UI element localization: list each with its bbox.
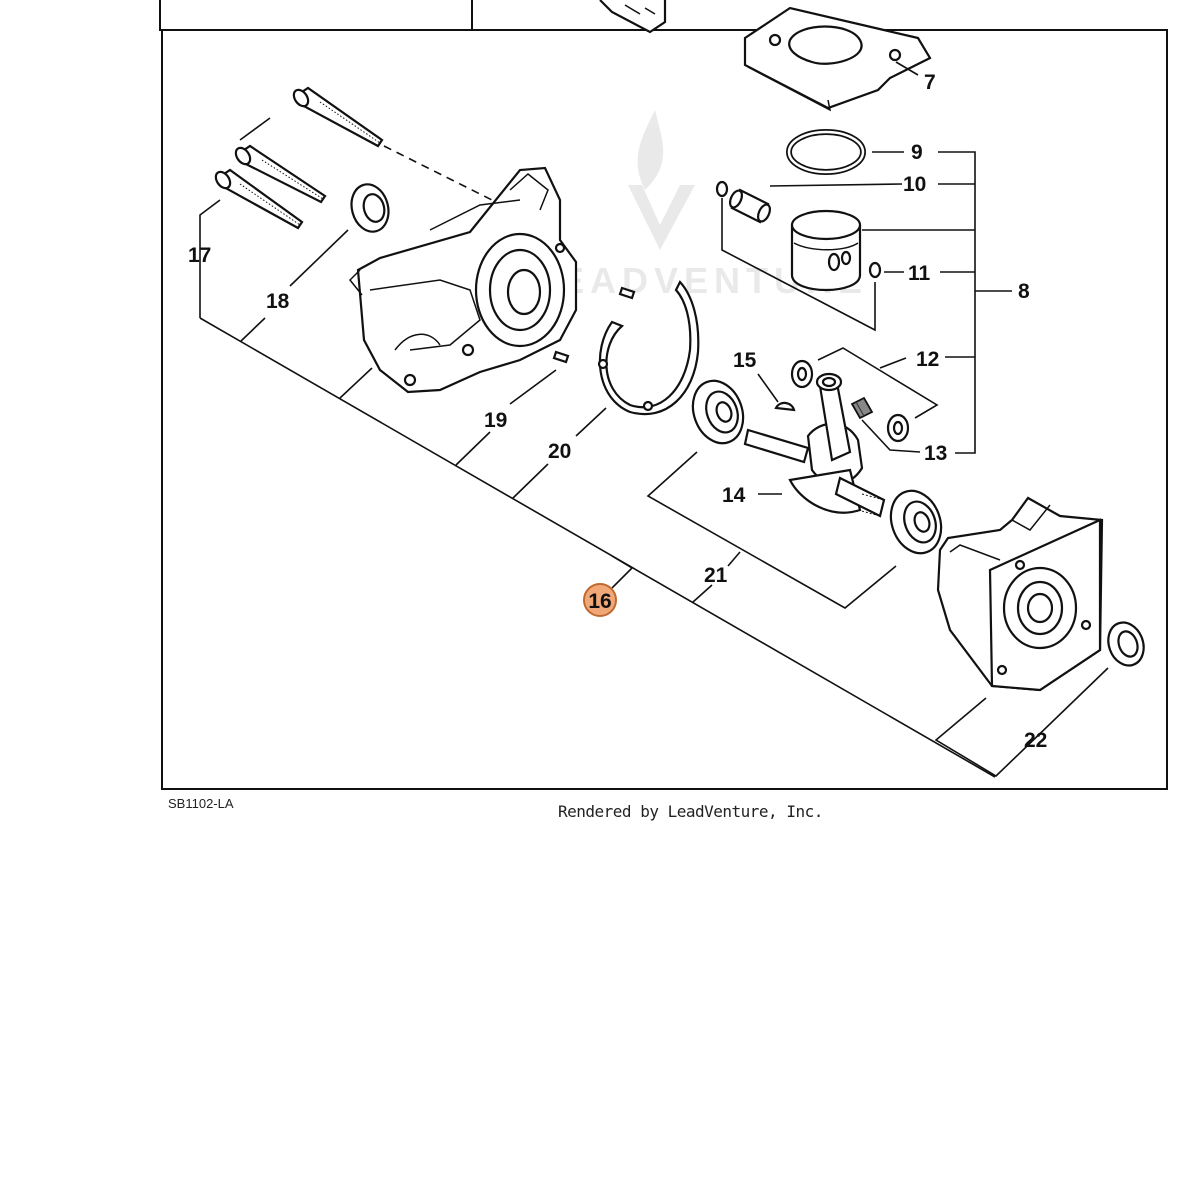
callout-10[interactable]: 10 xyxy=(903,173,926,196)
leader-21 xyxy=(646,451,897,609)
ball-bearing-right[interactable] xyxy=(883,484,950,561)
cylinder-gasket[interactable] xyxy=(743,6,932,112)
crankshaft[interactable] xyxy=(743,372,886,518)
circlip-left[interactable] xyxy=(715,180,876,332)
needle-bearing[interactable] xyxy=(850,396,921,453)
leader-17 xyxy=(199,199,221,318)
main-frame xyxy=(161,29,1168,790)
callout-14[interactable]: 14 xyxy=(722,484,746,507)
callout-15[interactable]: 15 xyxy=(733,349,757,372)
leader-16-tick xyxy=(339,367,373,399)
callout-19[interactable]: 19 xyxy=(484,409,507,432)
leader-22 xyxy=(934,667,1109,778)
callout-11[interactable]: 11 xyxy=(908,262,931,285)
callout-9[interactable]: 9 xyxy=(911,141,923,164)
callout-18[interactable]: 18 xyxy=(266,290,290,313)
callout-8[interactable]: 8 xyxy=(1018,280,1030,303)
assembly-dash-line xyxy=(383,145,501,205)
leader-12 xyxy=(817,347,939,419)
circlip-right[interactable] xyxy=(868,261,904,279)
leader-16-tick xyxy=(692,584,713,603)
crankcase-bolt-1[interactable] xyxy=(291,86,384,148)
upper-gasket-fragment xyxy=(599,0,667,34)
crankshaft-seal-right[interactable] xyxy=(1103,618,1150,671)
dowel-pin-lower[interactable] xyxy=(509,350,570,405)
callout-13[interactable]: 13 xyxy=(924,442,947,465)
callout-7[interactable]: 7 xyxy=(924,71,936,94)
leader-21-stem xyxy=(727,551,741,567)
leader-16-tick xyxy=(611,555,633,569)
rendered-by-credit: Rendered by LeadVenture, Inc. xyxy=(558,802,823,821)
leader-17-stem xyxy=(239,117,271,141)
leader-12-stem xyxy=(879,357,907,369)
crankcase-bolt-2[interactable] xyxy=(233,144,327,204)
thrust-washer-upper[interactable] xyxy=(790,359,814,389)
callout-21[interactable]: 21 xyxy=(704,564,728,587)
dowel-pin-upper[interactable] xyxy=(618,286,636,300)
highlight-16-badge[interactable]: 16 xyxy=(583,583,617,617)
leader-16-tick xyxy=(455,431,491,466)
crankcase-gasket[interactable] xyxy=(575,280,700,437)
crankcase-right-half[interactable] xyxy=(936,496,1104,692)
piston[interactable] xyxy=(790,209,975,291)
callout-17[interactable]: 17 xyxy=(188,244,211,267)
callout-20[interactable]: 20 xyxy=(548,440,571,463)
leader-16-tick xyxy=(512,463,549,499)
crankcase-left-half[interactable] xyxy=(348,166,578,394)
leader-16 xyxy=(199,317,996,778)
thrust-washer-lower[interactable] xyxy=(886,413,910,443)
drawing-code: SB1102-LA xyxy=(168,796,234,811)
callout-12[interactable]: 12 xyxy=(916,348,939,371)
upper-frame xyxy=(159,0,473,31)
callout-16[interactable]: 16 xyxy=(588,590,611,613)
crankcase-bolt-3[interactable] xyxy=(213,168,304,230)
callout-22[interactable]: 22 xyxy=(1024,729,1047,752)
woodruff-key[interactable] xyxy=(757,373,796,412)
leader-16-stem xyxy=(611,567,633,589)
piston-pin[interactable] xyxy=(728,183,903,224)
leader-16-tick xyxy=(240,317,266,342)
bracket-8 xyxy=(938,151,976,454)
ball-bearing-left[interactable] xyxy=(685,374,752,451)
piston-ring[interactable] xyxy=(786,129,904,175)
crankshaft-seal-left[interactable] xyxy=(289,180,394,287)
